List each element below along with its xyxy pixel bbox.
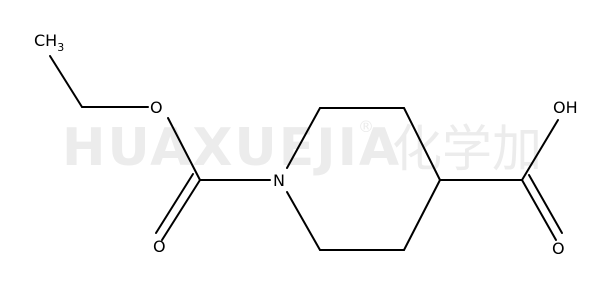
atom-labels: CH3 O N O OH O bbox=[34, 31, 578, 258]
atom-acid-hydroxyl: OH bbox=[553, 98, 578, 117]
atom-ch3: CH3 bbox=[34, 31, 64, 54]
watermark-cjk: 化学加 bbox=[392, 120, 542, 178]
bond-carbonyl-double-a bbox=[161, 179, 201, 241]
atom-ester-oxygen: O bbox=[150, 98, 163, 117]
ring-bond-c3-c4 bbox=[403, 107, 441, 181]
atom-acid-oxygen: O bbox=[552, 239, 565, 258]
atom-ring-nitrogen: N bbox=[273, 171, 285, 190]
ring-bond-c6-n bbox=[286, 191, 321, 251]
atom-carbonyl-oxygen: O bbox=[153, 237, 166, 256]
watermark-registered: ® bbox=[358, 117, 374, 136]
bond-acid-double-b bbox=[528, 174, 563, 234]
bonds bbox=[49, 55, 563, 251]
bond-carbonyl-double-b bbox=[155, 173, 194, 234]
bond-acid-double-a bbox=[521, 179, 557, 241]
ring-bond-c4-c5 bbox=[403, 179, 441, 251]
atom-ch3-main: CH bbox=[34, 31, 57, 50]
bond-o-carbonyl bbox=[167, 117, 201, 181]
bond-ch3-ch2 bbox=[49, 55, 83, 108]
atom-ch3-sub: 3 bbox=[57, 41, 64, 54]
bond-acid-c-oh bbox=[521, 119, 559, 181]
watermark-latin: HUAXUEJIA bbox=[62, 118, 401, 178]
watermark: HUAXUEJIA ® 化学加 bbox=[62, 117, 542, 178]
ring-bond-n-c2 bbox=[286, 107, 321, 169]
